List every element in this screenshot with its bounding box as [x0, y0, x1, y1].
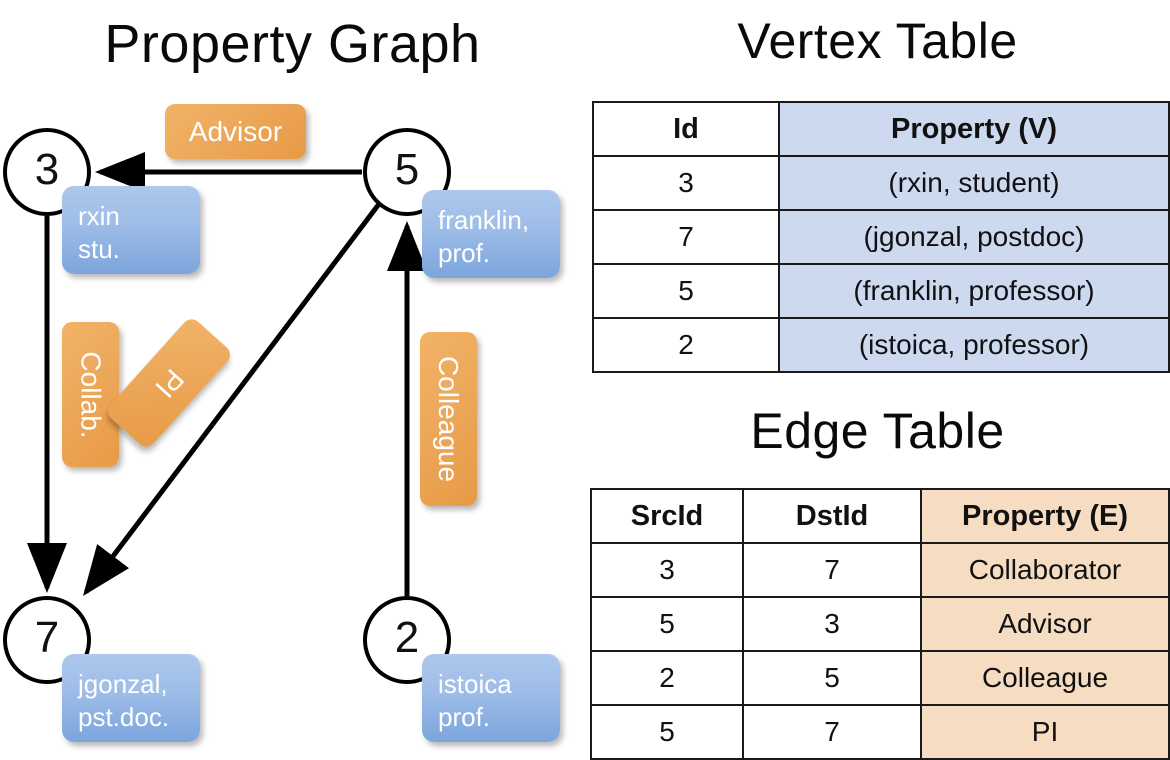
edge-table-header-dstid: DstId	[742, 488, 922, 544]
vertex-table-cell-id: 5	[592, 263, 780, 319]
graph-node-5-label: 5	[394, 145, 420, 194]
property-graph-diagram: 3 5 7 2 rxin stu. franklin, prof. jgonza…	[3, 104, 560, 742]
vertex-table-header-id: Id	[592, 101, 780, 157]
vertex-table-cell-property: (rxin, student)	[778, 155, 1170, 211]
edge-table: SrcId DstId Property (E) 3 7 Collaborato…	[590, 488, 1170, 760]
vertex-property-box-franklin: franklin, prof.	[422, 190, 560, 278]
vertex-table-header-property: Property (V)	[778, 101, 1170, 157]
page-title-property-graph: Property Graph	[104, 14, 481, 74]
edge-table-cell-property: Advisor	[920, 596, 1170, 652]
vertex-property-rxin-line2: stu.	[78, 234, 120, 264]
vertex-property-box-jgonzal: jgonzal, pst.doc.	[62, 654, 200, 742]
vertex-table-cell-id: 3	[592, 155, 780, 211]
edge-table-cell-srcid: 5	[590, 596, 744, 652]
graph-node-3-label: 3	[34, 145, 60, 194]
vertex-table-cell-property: (istoica, professor)	[778, 317, 1170, 373]
edge-label-collab-text: Collab.	[75, 350, 107, 439]
edge-table-cell-dstid: 5	[742, 650, 922, 706]
vertex-table-cell-property: (franklin, professor)	[778, 263, 1170, 319]
vertex-property-box-rxin: rxin stu.	[62, 186, 200, 274]
table-row[interactable]: 2 5 Colleague	[590, 650, 1170, 706]
table-row[interactable]: 5 3 Advisor	[590, 596, 1170, 652]
table-row[interactable]: 3 (rxin, student)	[592, 155, 1170, 211]
table-row[interactable]: 3 7 Collaborator	[590, 542, 1170, 598]
edge-table-cell-srcid: 3	[590, 542, 744, 598]
edge-table-cell-srcid: 2	[590, 650, 744, 706]
vertex-property-jgonzal-line2: pst.doc.	[78, 702, 170, 732]
edge-label-box-advisor: Advisor	[165, 104, 306, 159]
graph-node-2-label: 2	[394, 613, 420, 662]
table-row[interactable]: 5 (franklin, professor)	[592, 263, 1170, 319]
edge-5-to-7-pi	[82, 198, 384, 596]
vertex-property-franklin-line1: franklin,	[438, 205, 530, 235]
table-row[interactable]: 2 (istoica, professor)	[592, 317, 1170, 373]
graph-edges-layer	[27, 152, 427, 596]
edge-table-cell-dstid: 7	[742, 704, 922, 760]
edge-label-pi-text: PI	[148, 363, 190, 404]
edge-table-cell-dstid: 7	[742, 542, 922, 598]
vertex-table-cell-id: 2	[592, 317, 780, 373]
vertex-table-cell-property: (jgonzal, postdoc)	[778, 209, 1170, 265]
edge-table-header-srcid: SrcId	[590, 488, 744, 544]
vertex-property-box-istoica: istoica prof.	[422, 654, 560, 742]
edge-label-box-collab: Collab.	[62, 322, 119, 467]
vertex-property-jgonzal-line1: jgonzal,	[78, 669, 168, 699]
edge-table-header-property: Property (E)	[920, 488, 1170, 544]
graph-node-2[interactable]: 2	[363, 596, 451, 684]
table-row[interactable]: 5 7 PI	[590, 704, 1170, 760]
vertex-table-cell-id: 7	[592, 209, 780, 265]
vertex-property-istoica-line1: istoica	[438, 669, 512, 699]
edge-table-cell-srcid: 5	[590, 704, 744, 760]
edge-table-cell-dstid: 3	[742, 596, 922, 652]
edge-label-colleague-text: Colleague	[433, 355, 465, 483]
graph-node-5[interactable]: 5	[363, 128, 451, 216]
vertex-property-istoica-line2: prof.	[438, 702, 491, 732]
vertex-table: Id Property (V) 3 (rxin, student) 7 (jgo…	[592, 101, 1170, 373]
page-title-vertex-table: Vertex Table	[737, 13, 1018, 69]
edge-label-advisor-text: Advisor	[188, 115, 283, 147]
edge-table-header-row: SrcId DstId Property (E)	[590, 488, 1170, 544]
vertex-property-rxin-line1: rxin	[78, 201, 120, 231]
edge-table-cell-property: Colleague	[920, 650, 1170, 706]
edge-table-cell-property: PI	[920, 704, 1170, 760]
edge-table-cell-property: Collaborator	[920, 542, 1170, 598]
table-row[interactable]: 7 (jgonzal, postdoc)	[592, 209, 1170, 265]
page-title-edge-table: Edge Table	[750, 403, 1005, 459]
vertex-property-franklin-line2: prof.	[438, 238, 491, 268]
graph-node-7-label: 7	[34, 613, 60, 662]
vertex-table-header-row: Id Property (V)	[592, 101, 1170, 157]
edge-label-box-colleague: Colleague	[420, 332, 477, 506]
